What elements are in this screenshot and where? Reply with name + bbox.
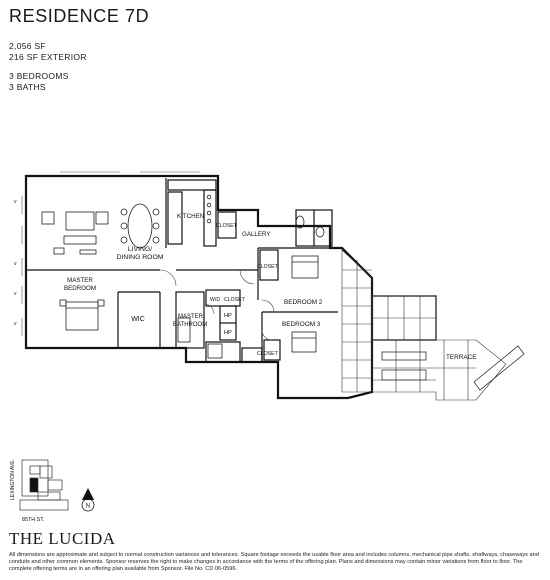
furniture — [41, 194, 325, 359]
svg-text:N: N — [86, 504, 90, 510]
label-kitchen-closet: CLOSET — [216, 223, 238, 229]
label-living-line2: DINING ROOM — [117, 254, 164, 261]
label-bedroom2-closet: CLOSET — [257, 264, 279, 270]
label-hp-2: HP — [224, 330, 232, 336]
brand-name: THE LUCIDA — [9, 529, 116, 548]
label-master-bath-line1: MASTER — [178, 314, 204, 320]
label-master-bedroom-line1: MASTER — [67, 277, 93, 284]
label-master-bedroom-line2: BEDROOM — [64, 285, 96, 292]
label-wd-closet: CLOSET — [224, 297, 246, 303]
label-bedroom-3: BEDROOM 3 — [282, 321, 321, 328]
label-kitchen: KITCHEN — [177, 213, 204, 220]
svg-text:v: v — [14, 261, 17, 267]
bedroom-count: 3 BEDROOMS — [9, 71, 69, 81]
interior-walls — [26, 178, 338, 363]
keyplan-street-label: 85TH ST. — [22, 517, 44, 523]
bath-count: 3 BATHS — [9, 82, 46, 92]
label-hp-1: HP — [224, 313, 232, 319]
terrace-grid — [341, 249, 525, 401]
label-wic: WIC — [131, 316, 145, 323]
legal-disclaimer: All dimensions are approximate and subje… — [9, 552, 539, 572]
exterior-area: 216 SF EXTERIOR — [9, 52, 87, 62]
residence-title: RESIDENCE 7D — [9, 6, 150, 26]
label-bedroom3-closet: CLOSET — [257, 351, 279, 357]
label-living-line1: LIVING/ — [128, 246, 152, 253]
windows — [21, 171, 200, 336]
key-plan — [19, 459, 69, 511]
north-arrow-icon: N — [81, 488, 95, 512]
svg-text:v: v — [14, 199, 17, 205]
svg-text:v: v — [14, 321, 17, 327]
svg-text:v: v — [14, 291, 17, 297]
facade-markers: v v v v — [14, 199, 17, 327]
label-wd: W/D — [210, 297, 220, 303]
label-bedroom-2: BEDROOM 2 — [284, 299, 323, 306]
keyplan-avenue-label: LEXINGTON AVE. — [10, 459, 16, 500]
label-terrace: TERRACE — [446, 354, 477, 361]
label-master-bath-line2: BATHROOM — [173, 322, 207, 328]
interior-area: 2,056 SF — [9, 41, 46, 51]
room-labels: KITCHEN CLOSET GALLERY LIVING/ DINING RO… — [64, 213, 477, 361]
door-swings — [159, 269, 275, 341]
label-gallery: GALLERY — [242, 231, 270, 238]
